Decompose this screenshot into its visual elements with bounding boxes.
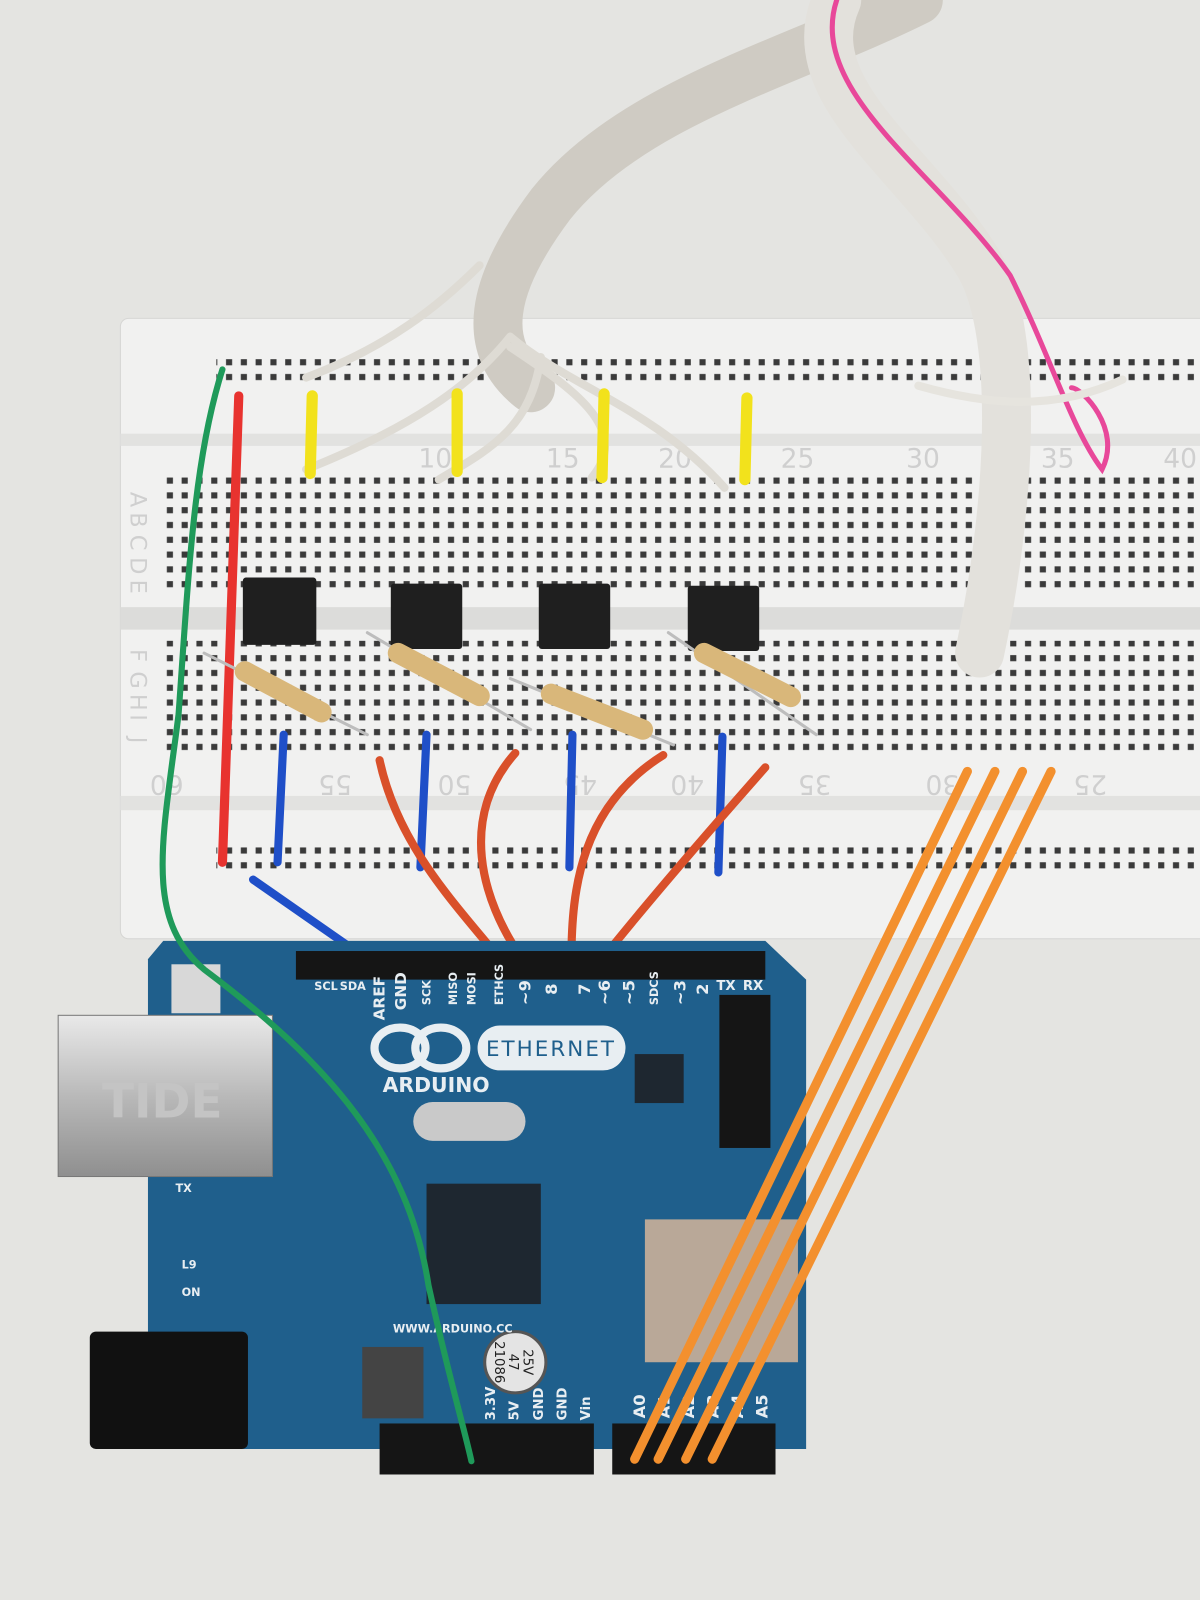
capacitor-voltage: 25V bbox=[519, 1349, 534, 1375]
column-number: 15 bbox=[546, 443, 580, 474]
pin-label: 2 bbox=[693, 984, 712, 995]
column-number: 35 bbox=[1041, 443, 1075, 474]
url-label: WWW.ARDUINO.CC bbox=[393, 1323, 513, 1336]
ethernet-controller-chip bbox=[634, 1054, 684, 1104]
pin-label: SDCS bbox=[648, 971, 661, 1005]
jack-label: TIDE bbox=[102, 1074, 222, 1129]
microcontroller-chip bbox=[426, 1183, 541, 1305]
reset-button bbox=[171, 964, 221, 1014]
pin-label: GND bbox=[555, 1387, 570, 1420]
bottom-power-rail-holes bbox=[216, 844, 1196, 876]
row-letter: I bbox=[125, 714, 151, 721]
green-wire bbox=[159, 366, 475, 1465]
row-letter: D bbox=[125, 557, 151, 574]
pin-label: ETHCS bbox=[493, 964, 506, 1005]
capacitor: 25V 47 21086 bbox=[483, 1330, 548, 1395]
row-letter: G bbox=[125, 671, 151, 688]
model-label: ETHERNET bbox=[486, 1037, 616, 1062]
column-number: 25 bbox=[781, 443, 815, 474]
pin-label: RX bbox=[743, 979, 763, 994]
row-letter: J bbox=[125, 735, 151, 744]
potentiometer bbox=[362, 1346, 424, 1419]
resistors bbox=[202, 631, 818, 747]
pin-label: ~9 bbox=[516, 980, 535, 1005]
optocouplers bbox=[242, 577, 760, 652]
crystal bbox=[413, 1102, 526, 1141]
led-label: L9 bbox=[182, 1258, 197, 1271]
pin-label: 7 bbox=[575, 984, 594, 995]
brand-label: ARDUINO bbox=[383, 1073, 490, 1097]
ethernet-jack bbox=[57, 1014, 273, 1178]
row-letter: E bbox=[125, 580, 151, 594]
dc-power-jack bbox=[89, 1331, 248, 1449]
pin-label: A5 bbox=[752, 1394, 771, 1418]
digital-header bbox=[295, 951, 766, 980]
top-power-rail-holes bbox=[216, 351, 1196, 382]
row-letter: C bbox=[125, 535, 151, 551]
capacitor-value: 47 bbox=[505, 1354, 520, 1371]
row-letter: A bbox=[125, 492, 151, 508]
row-letter: F bbox=[125, 649, 151, 662]
pin-label: 3.3V bbox=[484, 1386, 499, 1420]
pin-label: MISO bbox=[447, 972, 460, 1005]
capacitor-code: 21086 bbox=[491, 1341, 506, 1383]
column-number: 35 bbox=[798, 769, 832, 800]
orange-analog-wires bbox=[630, 766, 1056, 1464]
signal-wires bbox=[375, 748, 770, 964]
pin-label: 5V bbox=[507, 1400, 522, 1420]
pin-label: A0 bbox=[630, 1394, 649, 1418]
pin-label: MOSI bbox=[466, 972, 479, 1005]
pin-label: AREF bbox=[371, 976, 389, 1021]
pin-label: TX bbox=[716, 979, 735, 994]
row-letter: H bbox=[125, 694, 151, 711]
column-number: 55 bbox=[318, 769, 352, 800]
top-terminal-holes bbox=[163, 474, 1194, 592]
pin-label: SDA bbox=[340, 980, 366, 993]
power-header bbox=[379, 1423, 594, 1475]
arduino-ethernet-board: TIDE 25V 47 21086 ETHERNET ARDUINO WWW.A… bbox=[57, 940, 807, 1475]
led-label: ON bbox=[182, 1286, 201, 1299]
row-letter: B bbox=[125, 512, 151, 527]
pin-label: GND bbox=[532, 1387, 547, 1420]
yellow-jumpers bbox=[304, 388, 753, 486]
arduino-logo bbox=[370, 1023, 471, 1073]
pin-label: 8 bbox=[542, 984, 561, 995]
pin-label: Vin bbox=[579, 1396, 594, 1420]
column-number: 40 bbox=[670, 769, 704, 800]
column-number: 25 bbox=[1073, 769, 1107, 800]
red-jumper bbox=[217, 391, 244, 867]
column-number: 40 bbox=[1163, 443, 1197, 474]
pin-label: SCL bbox=[314, 980, 337, 993]
pin-label: ~3 bbox=[671, 980, 690, 1005]
led-label: TX bbox=[176, 1182, 193, 1195]
pin-label: ~6 bbox=[595, 980, 614, 1005]
ethernet-pill bbox=[477, 1025, 626, 1071]
bottom-terminal-holes bbox=[163, 640, 1194, 759]
column-number: 50 bbox=[438, 769, 472, 800]
pin-label: GND bbox=[392, 972, 410, 1010]
column-number: 10 bbox=[418, 443, 452, 474]
pin-label: ~5 bbox=[620, 980, 639, 1005]
pin-label: SCK bbox=[421, 979, 434, 1005]
icsp-header bbox=[719, 994, 771, 1148]
breadboard: 10 15 20 25 30 35 40 60 55 50 45 40 35 3… bbox=[119, 317, 1200, 940]
column-number: 30 bbox=[906, 443, 940, 474]
